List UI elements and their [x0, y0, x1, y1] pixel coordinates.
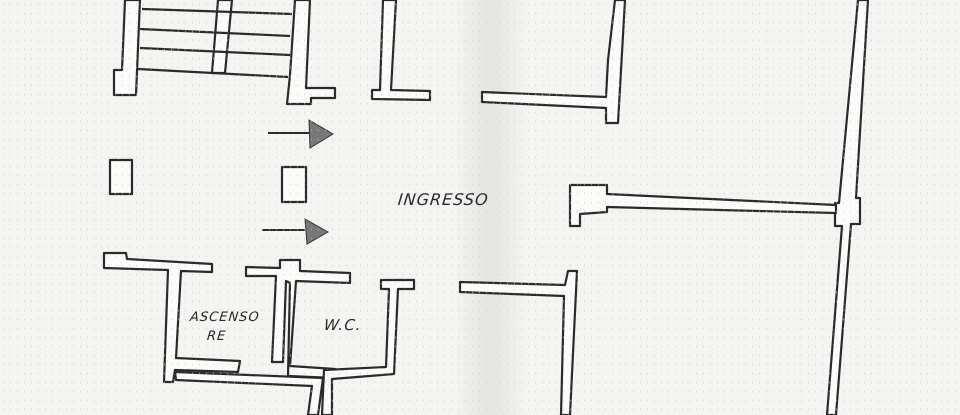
label-ascensore-line1: ASCENSO: [189, 310, 261, 325]
service-block: [102, 251, 416, 415]
staircase: [112, 0, 337, 106]
entry-arrow-upper: [268, 119, 334, 149]
label-ingresso: INGRESSO: [397, 190, 490, 209]
wall-upper-right-room: [480, 0, 627, 125]
entry-arrow-lower: [262, 218, 330, 245]
wall-partition-middle: [568, 183, 838, 228]
wall-wc-right: [320, 278, 416, 415]
label-ascensore-line2: RE: [206, 329, 228, 344]
stair-left-wall: [112, 0, 142, 97]
label-wc: W.C.: [323, 316, 363, 334]
wall-lower-right-room: [458, 269, 579, 415]
arrow-head-icon: [304, 218, 330, 245]
stair-right-wall: [285, 0, 337, 106]
arrow-head-icon: [308, 119, 334, 149]
pillar-left: [108, 158, 134, 196]
wall-elevator-bottom: [173, 370, 325, 415]
wall-upper-stub: [370, 0, 432, 102]
pillar-center: [280, 165, 308, 204]
